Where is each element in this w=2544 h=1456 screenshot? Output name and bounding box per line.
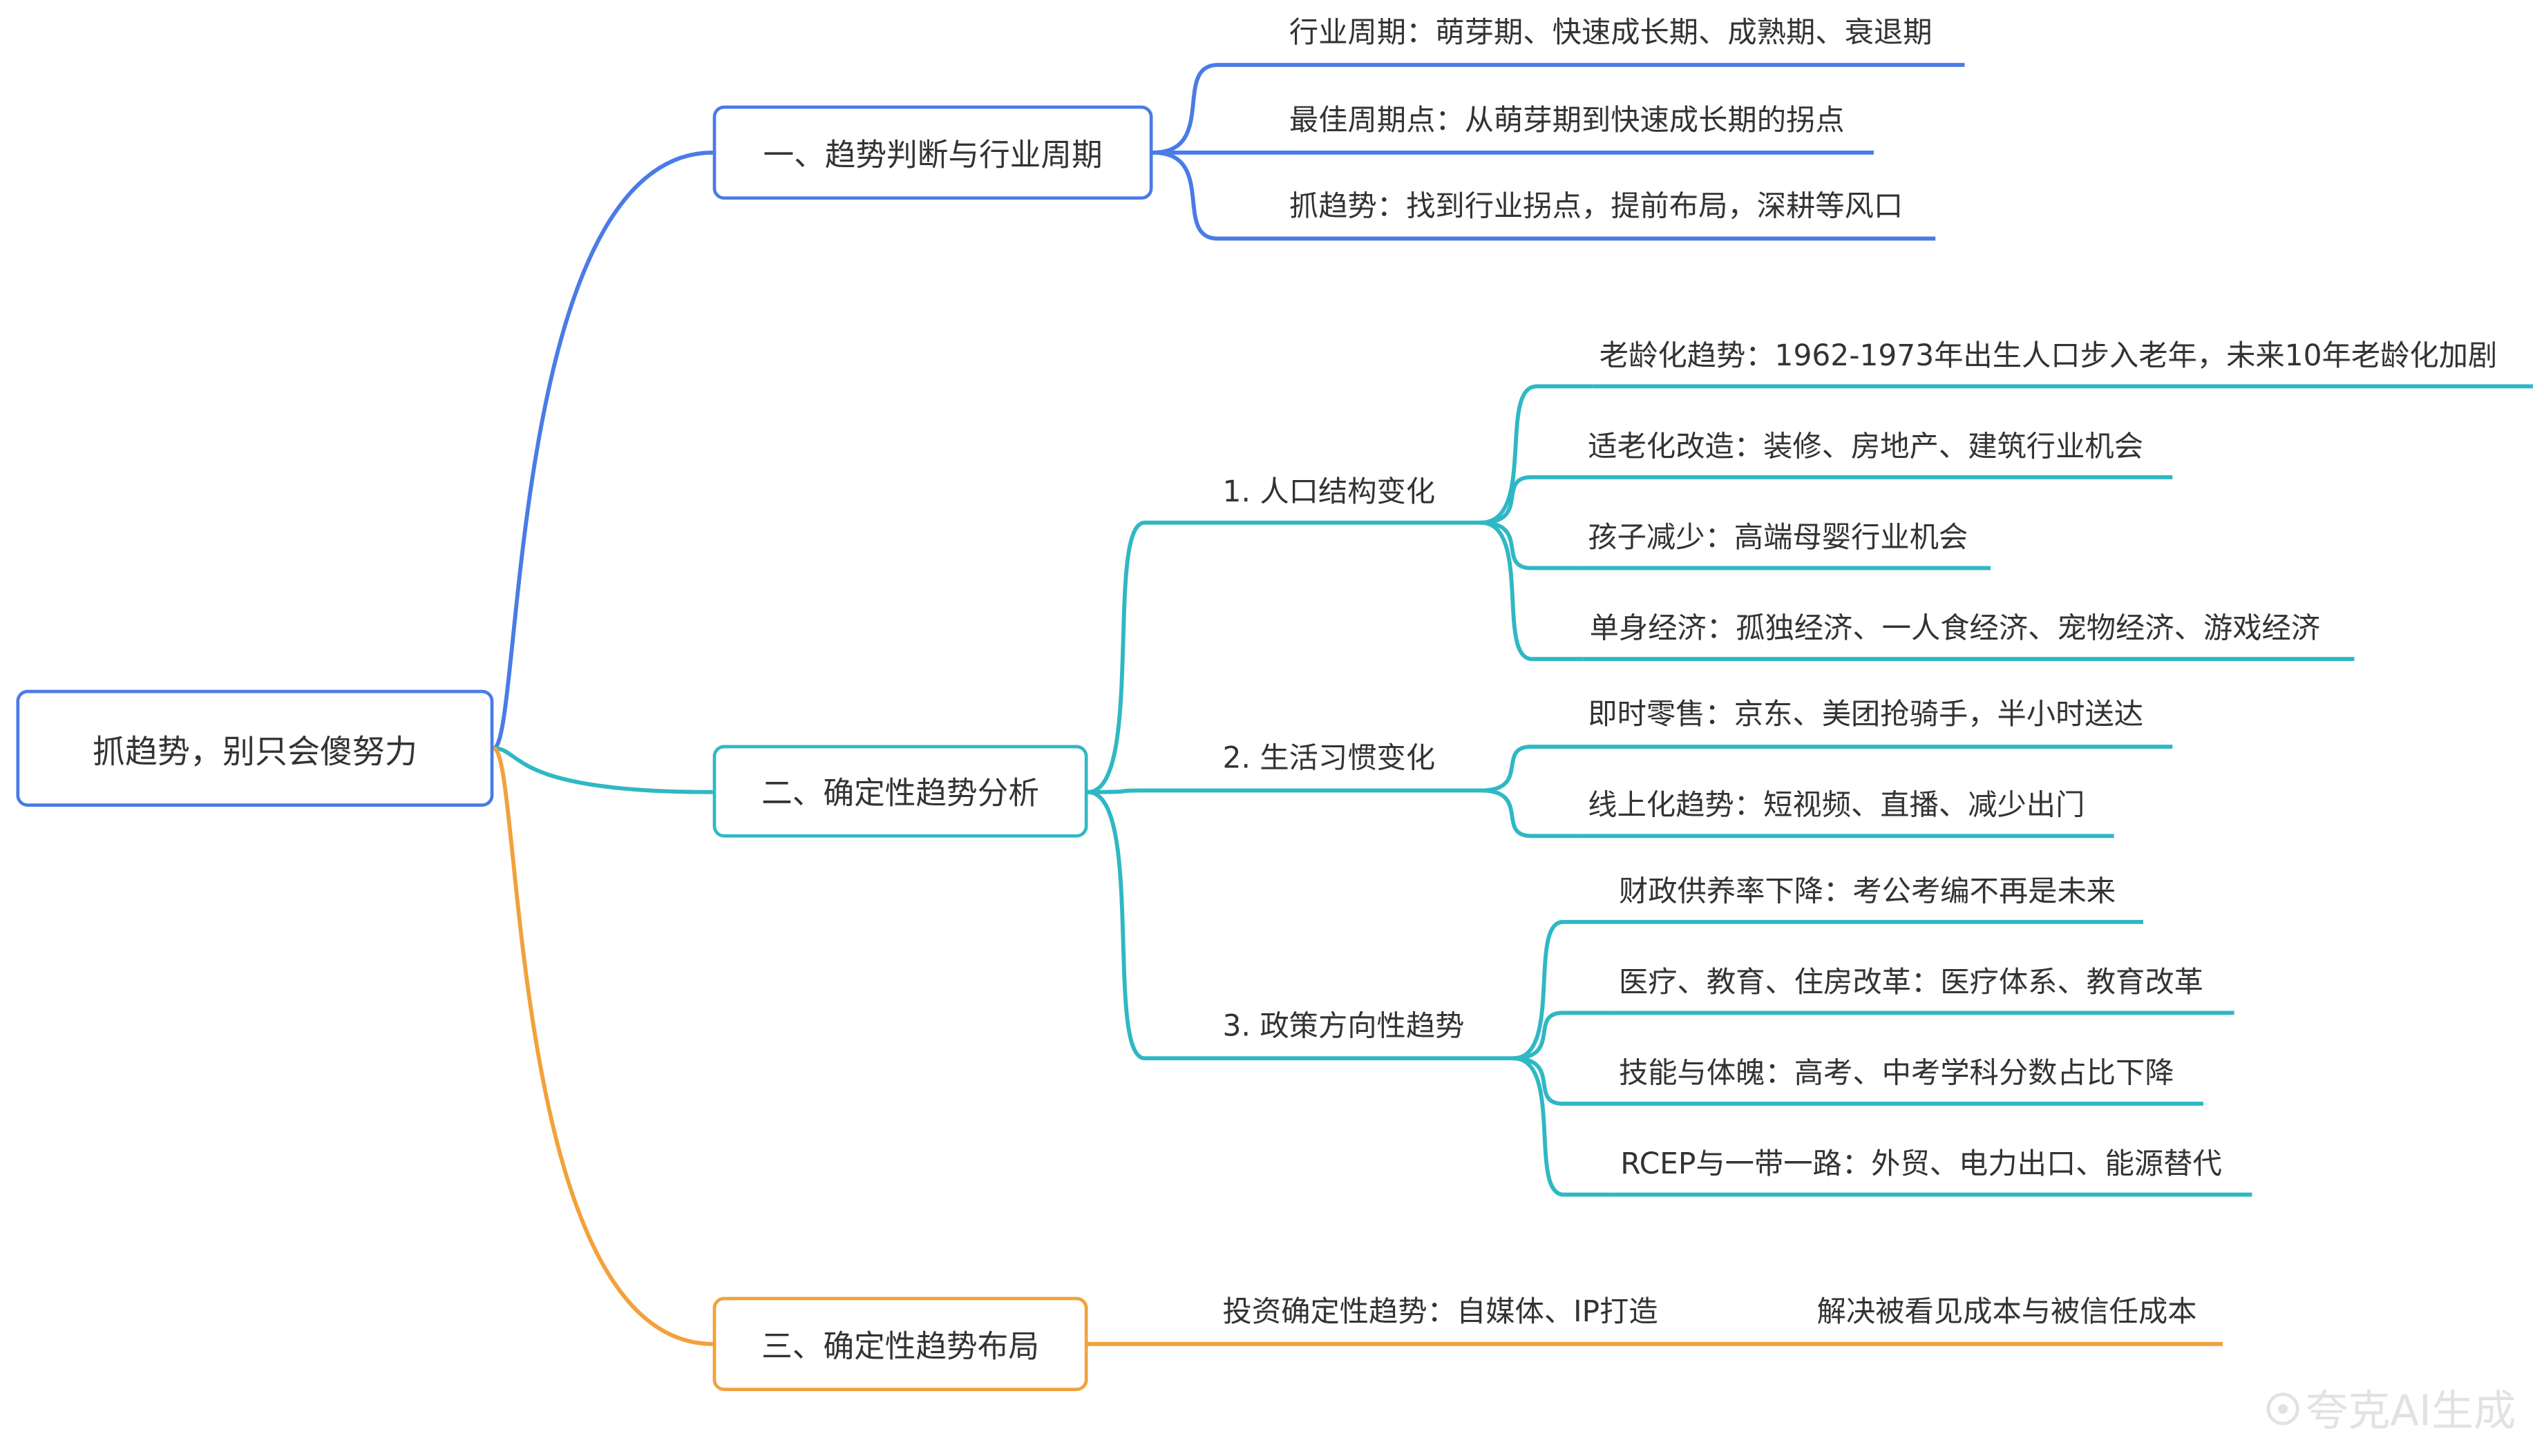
connector-policy-leaf4 <box>1512 1056 1614 1197</box>
connector-population-leaf2 <box>1481 475 1582 525</box>
topic-fewer-children[interactable]: 孩子减少：高端母婴行业机会 <box>1588 521 1968 555</box>
subtopic-population-structure[interactable]: 1. 人口结构变化 <box>1222 475 1436 510</box>
connector-root-branch3 <box>492 746 713 1346</box>
topic-instant-retail[interactable]: 即时零售：京东、美团抢骑手，半小时送达 <box>1588 698 2143 732</box>
connector-policy-leaf3 <box>1513 1056 1613 1106</box>
topic-online-trend[interactable]: 线上化趋势：短视频、直播、减少出门 <box>1588 789 2085 823</box>
topic-best-cycle-point[interactable]: 最佳周期点：从萌芽期到快速成长期的拐点 <box>1289 104 1845 138</box>
connector-branch1-leaf3 <box>1152 150 1283 241</box>
branch-node-certain-trend-analysis[interactable]: 二、确定性趋势分析 <box>712 745 1088 838</box>
connector-population-leaf3 <box>1481 520 1582 571</box>
subtopic-lifestyle-change[interactable]: 2. 生活习惯变化 <box>1222 741 1436 776</box>
connector-lifestyle-leaf1 <box>1481 745 1582 793</box>
quark-logo-icon <box>2266 1392 2299 1425</box>
watermark: 夸克AI生成 <box>2266 1378 2516 1438</box>
branch-node-label: 二、确定性趋势分析 <box>761 776 1039 812</box>
topic-aging-trend[interactable]: 老龄化趋势：1962-1973年出生人口步入老年，未来10年老龄化加剧 <box>1599 339 2498 374</box>
topic-industry-cycle[interactable]: 行业周期：萌芽期、快速成长期、成熟期、衰退期 <box>1289 16 1933 50</box>
root-node-label: 抓趋势，别只会傻努力 <box>92 731 417 771</box>
topic-visibility-trust-cost[interactable]: 解决被看见成本与被信任成本 <box>1816 1295 2197 1330</box>
connector-branch2-sub1 <box>1088 520 1202 794</box>
topic-fiscal-support[interactable]: 财政供养率下降：考公考编不再是未来 <box>1618 874 2116 909</box>
topic-skills-physique[interactable]: 技能与体魄：高考、中考学科分数占比下降 <box>1618 1056 2174 1091</box>
branch-node-trend-judgment[interactable]: 一、趋势判断与行业周期 <box>712 105 1153 200</box>
connector-branch1-leaf1 <box>1152 63 1283 155</box>
connector-policy-leaf2 <box>1513 1010 1613 1061</box>
topic-aging-renovation[interactable]: 适老化改造：装修、房地产、建筑行业机会 <box>1588 430 2143 465</box>
connector-branch2-sub2 <box>1088 788 1202 794</box>
connector-population-leaf1 <box>1481 384 1593 525</box>
connector-policy-leaf1 <box>1512 919 1613 1061</box>
watermark-text: 夸克AI生成 <box>2305 1388 2516 1437</box>
branch-node-label: 三、确定性趋势布局 <box>761 1328 1039 1365</box>
topic-reforms[interactable]: 医疗、教育、住房改革：医疗体系、教育改革 <box>1618 966 2203 1000</box>
branch-node-label: 一、趋势判断与行业周期 <box>763 137 1103 173</box>
branch-node-certain-trend-layout[interactable]: 三、确定性趋势布局 <box>712 1296 1088 1391</box>
subtopic-invest-certain-trend[interactable]: 投资确定性趋势：自媒体、IP打造 <box>1222 1295 1658 1330</box>
connector-branch2-sub3 <box>1088 789 1202 1061</box>
connector-lifestyle-leaf2 <box>1481 788 1582 839</box>
subtopic-policy-trend[interactable]: 3. 政策方向性趋势 <box>1222 1009 1465 1044</box>
connector-root-branch2 <box>493 746 713 794</box>
topic-single-economy[interactable]: 单身经济：孤独经济、一人食经济、宠物经济、游戏经济 <box>1589 611 2321 646</box>
topic-catch-trend[interactable]: 抓趋势：找到行业拐点，提前布局，深耕等风口 <box>1289 189 1904 224</box>
topic-rcep-belt-road[interactable]: RCEP与一带一路：外贸、电力出口、能源替代 <box>1620 1147 2222 1182</box>
connector-population-leaf4 <box>1480 520 1584 662</box>
connector-root-branch1 <box>492 150 713 751</box>
root-node[interactable]: 抓趋势，别只会傻努力 <box>16 689 494 807</box>
